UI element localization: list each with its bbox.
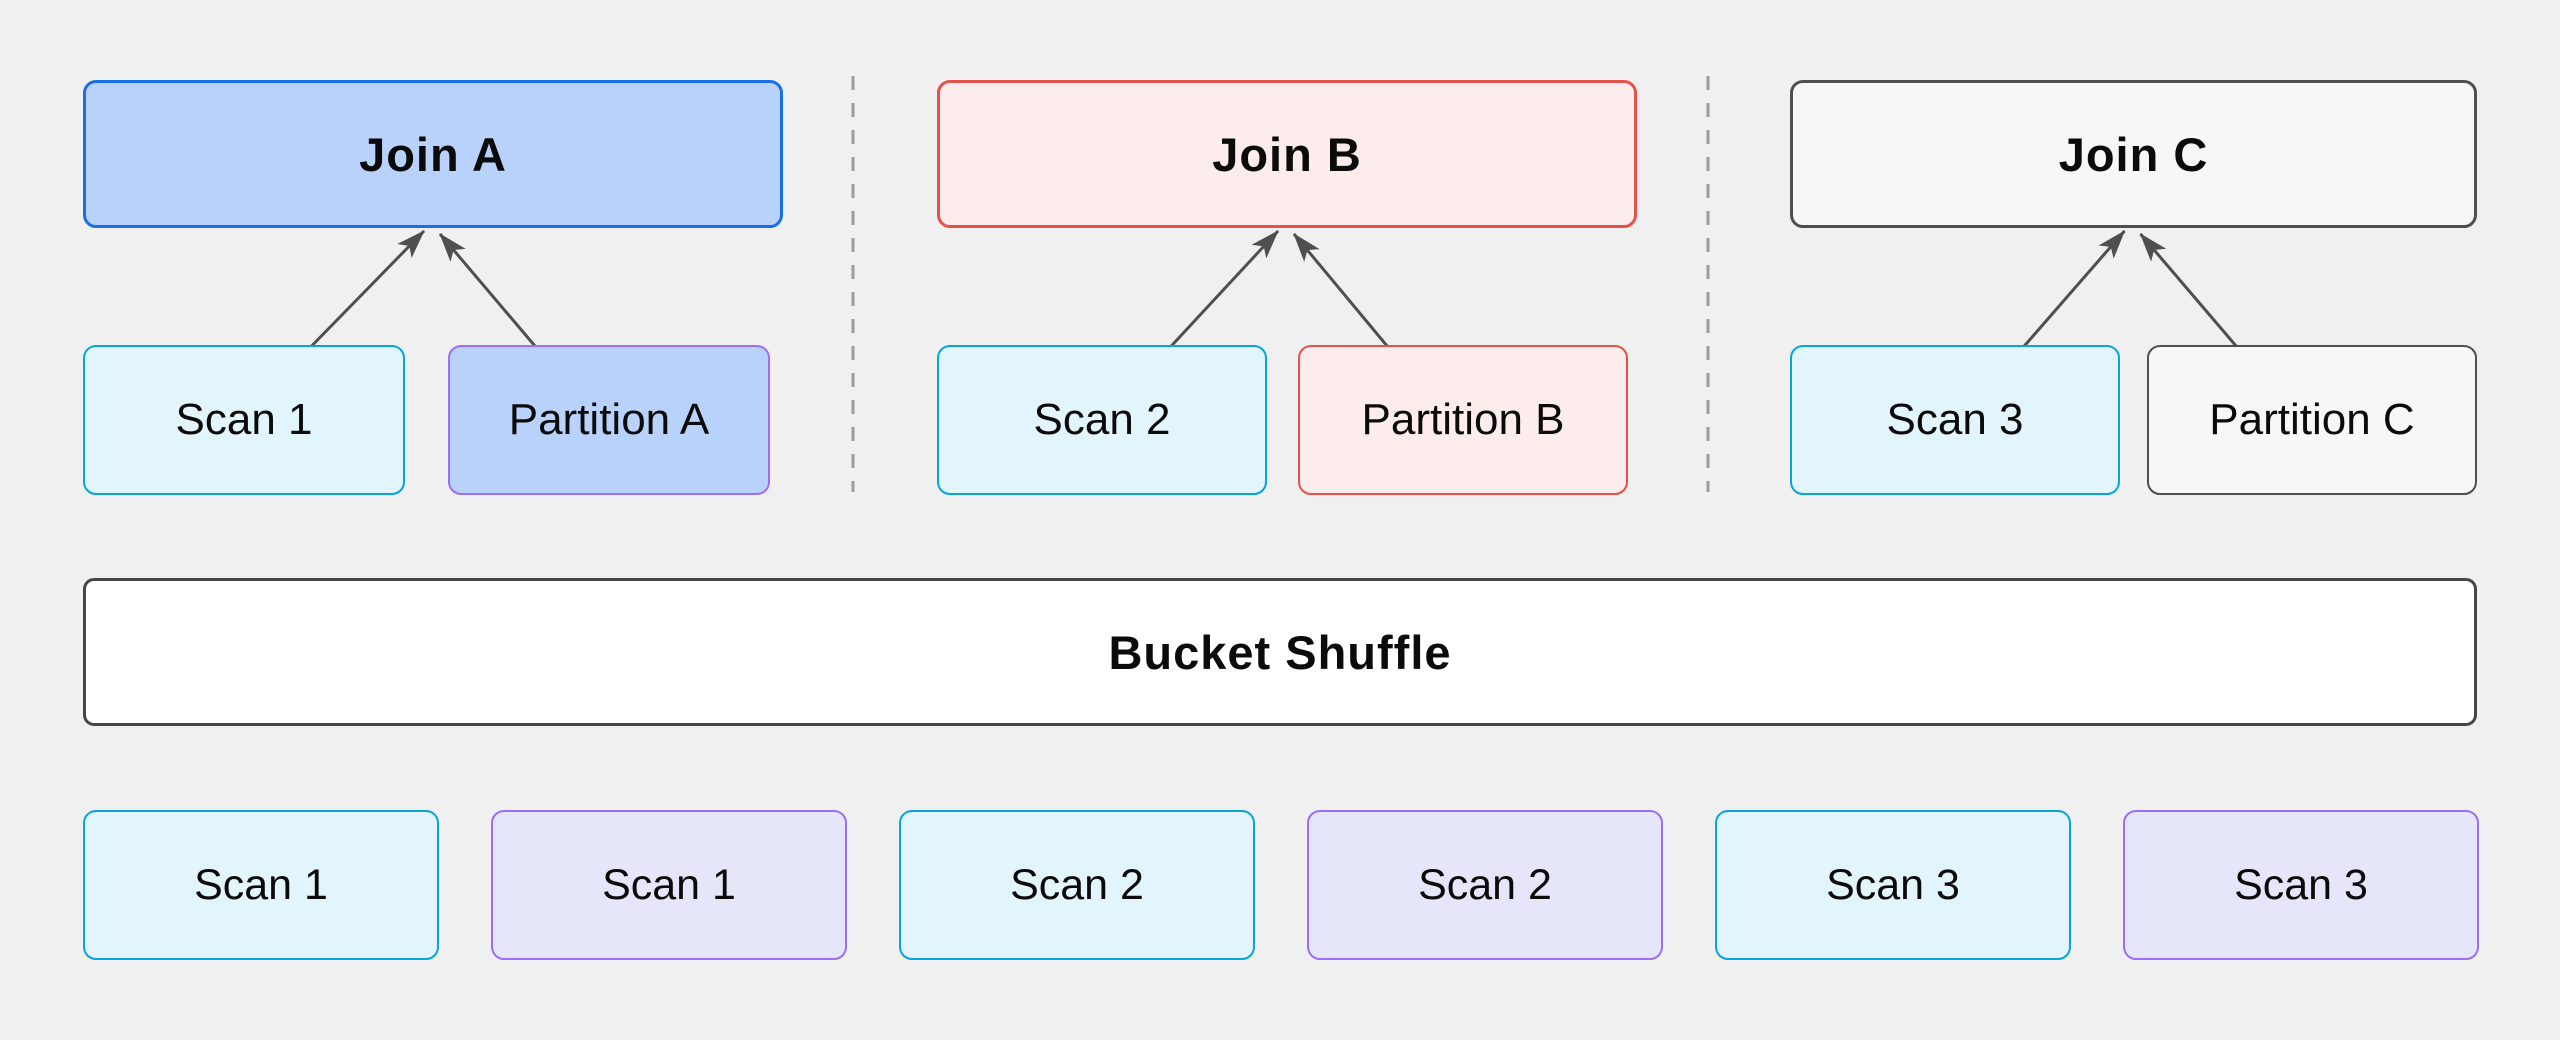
arrow-scan-3-to-join-c (2023, 230, 2126, 347)
node-scan-2: Scan 2 (937, 345, 1267, 495)
node-bottom-scan-2-cyan: Scan 2 (899, 810, 1255, 960)
node-label: Scan 1 (194, 860, 328, 909)
node-label: Scan 1 (602, 860, 736, 909)
node-label: Partition B (1361, 395, 1565, 444)
node-bottom-scan-1-lavender: Scan 1 (491, 810, 847, 960)
node-join-c: Join C (1790, 80, 2477, 228)
node-label: Join C (2058, 127, 2209, 181)
node-label: Scan 2 (1418, 860, 1552, 909)
node-label: Join A (359, 127, 507, 181)
node-partition-b: Partition B (1298, 345, 1628, 495)
node-join-a: Join A (83, 80, 783, 228)
node-bottom-scan-3-cyan: Scan 3 (1715, 810, 2071, 960)
node-partition-c: Partition C (2147, 345, 2477, 495)
node-bottom-scan-1-cyan: Scan 1 (83, 810, 439, 960)
arrow-partition-a-to-join-a (438, 233, 537, 347)
node-scan-3: Scan 3 (1790, 345, 2120, 495)
node-partition-a: Partition A (448, 345, 770, 495)
node-join-b: Join B (937, 80, 1637, 228)
arrow-scan-1-to-join-a (310, 229, 426, 348)
arrow-scan-2-to-join-b (1170, 229, 1280, 348)
node-scan-1: Scan 1 (83, 345, 405, 495)
node-bottom-scan-2-lavender: Scan 2 (1307, 810, 1663, 960)
node-label: Partition A (508, 395, 710, 444)
node-label: Join B (1212, 127, 1362, 181)
node-label: Scan 3 (2234, 860, 2368, 909)
node-label: Scan 1 (175, 395, 313, 444)
node-bucket-shuffle: Bucket Shuffle (83, 578, 2477, 726)
node-bottom-scan-3-lavender: Scan 3 (2123, 810, 2479, 960)
arrow-partition-c-to-join-c (2139, 233, 2238, 347)
node-label: Scan 3 (1886, 395, 2024, 444)
node-label: Bucket Shuffle (1108, 625, 1452, 679)
node-label: Scan 2 (1033, 395, 1171, 444)
arrow-partition-b-to-join-b (1292, 233, 1389, 347)
node-label: Scan 2 (1010, 860, 1144, 909)
node-label: Partition C (2209, 395, 2415, 444)
node-label: Scan 3 (1826, 860, 1960, 909)
